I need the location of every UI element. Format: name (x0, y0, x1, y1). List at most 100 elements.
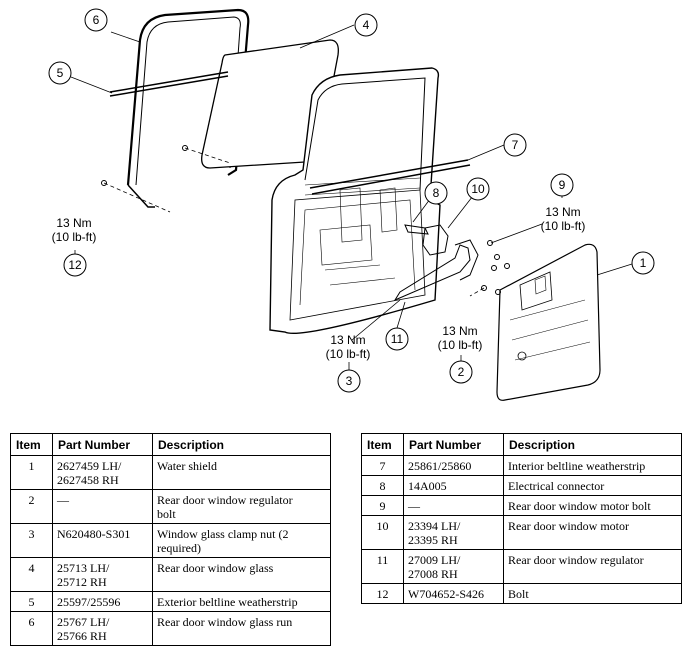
desc-cell: Rear door window motor bolt (503, 495, 682, 516)
torque-3-lbft: (10 lb-ft) (326, 347, 371, 361)
svg-text:8: 8 (433, 186, 440, 200)
item-cell: 9 (361, 495, 404, 516)
item-cell: 12 (361, 583, 404, 604)
table-row: 5 25597/25596 Exterior beltline weathers… (10, 591, 331, 612)
item-cell: 6 (10, 611, 53, 646)
part-cell: — (52, 489, 153, 524)
door-frame-drawing (269, 67, 441, 335)
callout-2: 2 (449, 360, 473, 384)
table-row: 6 25767 LH/25766 RH Rear door window gla… (10, 611, 331, 646)
table-row: 3 N620480-S301 Window glass clamp nut (2… (10, 523, 331, 558)
part-cell: 25861/25860 (403, 455, 504, 476)
callout-12: 12 (63, 253, 87, 277)
desc-cell: Rear door window motor (503, 515, 682, 550)
table-row: 1 2627459 LH/2627458 RH Water shield (10, 455, 331, 490)
interior-weatherstrip-drawing (309, 159, 471, 195)
part-cell: 23394 LH/23395 RH (403, 515, 504, 550)
table-row: 8 14A005 Electrical connector (361, 475, 682, 496)
desc-cell: Rear door window glass run (152, 611, 331, 646)
table-row: 4 25713 LH/25712 RH Rear door window gla… (10, 557, 331, 592)
item-cell: 4 (10, 557, 53, 592)
callout-4: 4 (354, 13, 378, 37)
svg-text:11: 11 (391, 332, 404, 346)
table-row: 9 — Rear door window motor bolt (361, 495, 682, 516)
header-description: Description (503, 433, 682, 456)
item-cell: 11 (361, 549, 404, 584)
table-row: 11 27009 LH/27008 RH Rear door window re… (361, 549, 682, 584)
torque-12-lbft: (10 lb-ft) (52, 230, 97, 244)
glass-run-drawing (126, 8, 250, 208)
item-cell: 8 (361, 475, 404, 496)
callout-1: 1 (631, 251, 655, 275)
parts-table-left: Item Part Number Description 1 2627459 L… (10, 433, 331, 646)
torque-2-lbft: (10 lb-ft) (438, 338, 483, 352)
callout-5: 5 (48, 61, 72, 85)
regulator-drawing (393, 244, 471, 302)
desc-cell: Water shield (152, 455, 331, 490)
leader-lines (70, 24, 633, 370)
svg-text:4: 4 (363, 18, 370, 32)
table-header-row: Item Part Number Description (10, 433, 331, 456)
exploded-door-diagram: 1 2 3 4 5 6 7 8 9 10 11 12 13 Nm (10 lb-… (48, 8, 655, 401)
item-cell: 7 (361, 455, 404, 476)
torque-9-nm: 13 Nm (545, 205, 580, 219)
table-row: 7 25861/25860 Interior beltline weathers… (361, 455, 682, 476)
svg-text:1: 1 (640, 256, 647, 270)
svg-text:12: 12 (68, 258, 82, 272)
header-item: Item (10, 433, 53, 456)
torque-labels: 13 Nm (10 lb-ft) 13 Nm (10 lb-ft) 13 Nm … (52, 205, 586, 361)
desc-cell: Electrical connector (503, 475, 682, 496)
item-cell: 2 (10, 489, 53, 524)
table-header-row: Item Part Number Description (361, 433, 682, 456)
table-row: 10 23394 LH/23395 RH Rear door window mo… (361, 515, 682, 550)
part-cell: — (403, 495, 504, 516)
svg-text:2: 2 (458, 365, 465, 379)
svg-text:3: 3 (346, 374, 353, 388)
connector-drawing (404, 224, 429, 235)
desc-cell: Interior beltline weatherstrip (503, 455, 682, 476)
svg-text:6: 6 (93, 13, 100, 27)
callout-3: 3 (337, 369, 361, 393)
water-shield-drawing (496, 243, 601, 401)
desc-cell: Bolt (503, 583, 682, 604)
torque-9-lbft: (10 lb-ft) (541, 219, 586, 233)
callout-group: 1 2 3 4 5 6 7 8 9 10 11 12 (48, 8, 655, 393)
svg-text:9: 9 (559, 178, 566, 192)
item-cell: 5 (10, 591, 53, 612)
callout-9: 9 (550, 173, 574, 197)
torque-3-nm: 13 Nm (330, 333, 365, 347)
header-part-number: Part Number (52, 433, 153, 456)
callout-8: 8 (424, 181, 448, 205)
header-item: Item (361, 433, 404, 456)
parts-table-right: Item Part Number Description 7 25861/258… (361, 433, 682, 604)
part-cell: 2627459 LH/2627458 RH (52, 455, 153, 490)
part-cell: 14A005 (403, 475, 504, 496)
callout-6: 6 (84, 8, 108, 32)
callout-10: 10 (466, 177, 490, 201)
item-cell: 3 (10, 523, 53, 558)
header-description: Description (152, 433, 331, 456)
part-cell: 25767 LH/25766 RH (52, 611, 153, 646)
desc-cell: Rear door window regulator (503, 549, 682, 584)
table-row: 12 W704652-S426 Bolt (361, 583, 682, 604)
desc-cell: Exterior beltline weatherstrip (152, 591, 331, 612)
torque-12-nm: 13 Nm (56, 216, 91, 230)
callout-7: 7 (503, 133, 527, 157)
bolts-drawing (101, 145, 510, 295)
svg-text:10: 10 (471, 182, 485, 196)
exterior-weatherstrip-drawing (109, 71, 229, 97)
part-cell: N620480-S301 (52, 523, 153, 558)
item-cell: 1 (10, 455, 53, 490)
header-part-number: Part Number (403, 433, 504, 456)
part-cell: 25597/25596 (52, 591, 153, 612)
desc-cell: Rear door window glass (152, 557, 331, 592)
torque-2-nm: 13 Nm (442, 324, 477, 338)
motor-drawing (422, 224, 449, 256)
part-cell: 25713 LH/25712 RH (52, 557, 153, 592)
callout-11: 11 (385, 327, 409, 351)
svg-text:5: 5 (57, 66, 64, 80)
part-cell: 27009 LH/27008 RH (403, 549, 504, 584)
